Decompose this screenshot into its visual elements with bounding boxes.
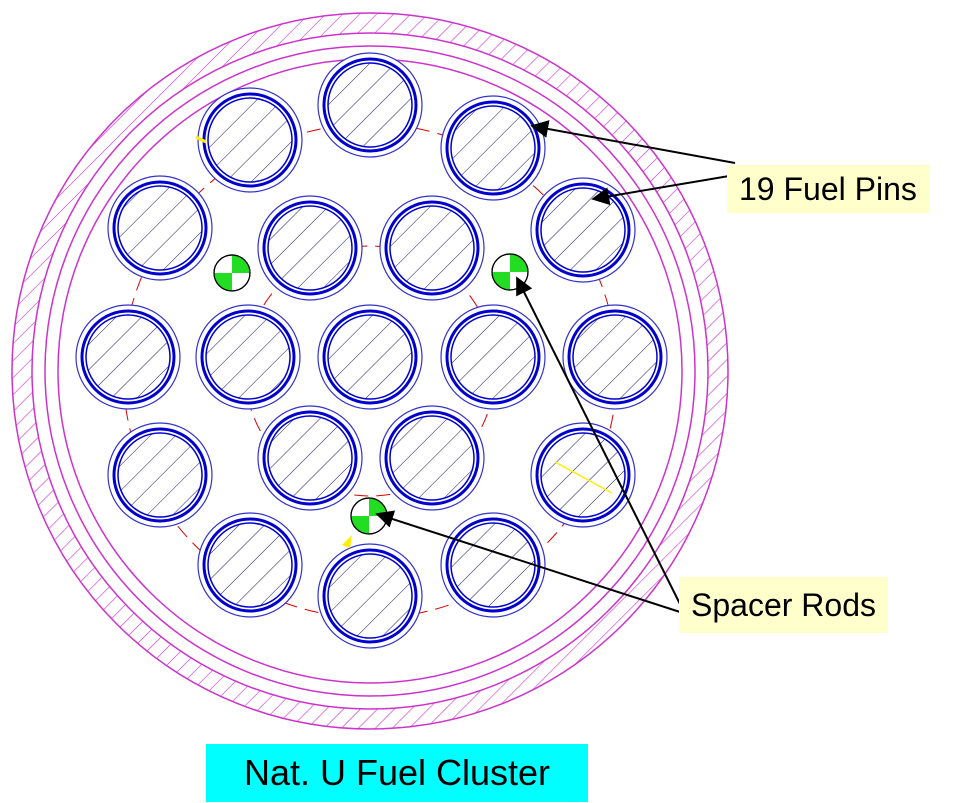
fuel-pin [107,175,213,281]
fuel-pin [379,195,485,301]
spacer-rod [213,254,251,292]
yellow-markers [195,135,613,548]
fuel-pin [440,304,546,410]
callout-arrows [375,120,736,613]
fuel-pin [75,304,181,410]
fuel-pin [562,304,668,410]
fuel-pin [317,543,423,649]
fuel-pin [257,195,363,301]
fuel-pin [440,512,546,618]
fuel-pin [197,512,303,618]
fuel-pins [75,52,668,649]
fuel-pin [107,422,213,528]
fuel-pin [317,52,423,158]
spacer-rod [491,253,529,291]
fuel-pin [197,87,303,193]
spacer-rods-label: Spacer Rods [679,577,888,633]
fuel-pins-label: 19 Fuel Pins [727,165,929,213]
fuel-pin [440,95,546,201]
pressure-tube [11,12,729,730]
fuel-pin [379,405,485,511]
fuel-pin [257,405,363,511]
fuel-pin [317,304,423,410]
fuel-pin [530,422,636,528]
fuel-pin [195,304,301,410]
diagram-caption: Nat. U Fuel Cluster [206,744,588,802]
